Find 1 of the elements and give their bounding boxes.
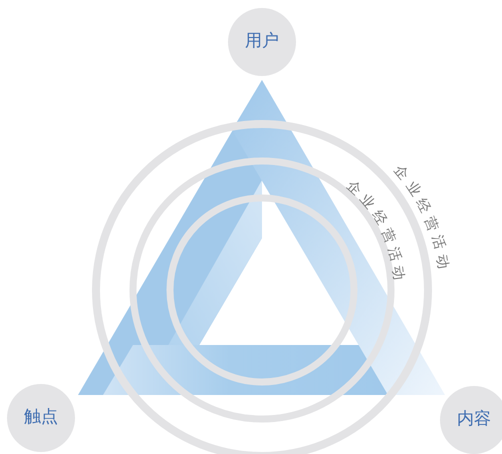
curved-label: 企业经营活动 [344, 179, 407, 282]
